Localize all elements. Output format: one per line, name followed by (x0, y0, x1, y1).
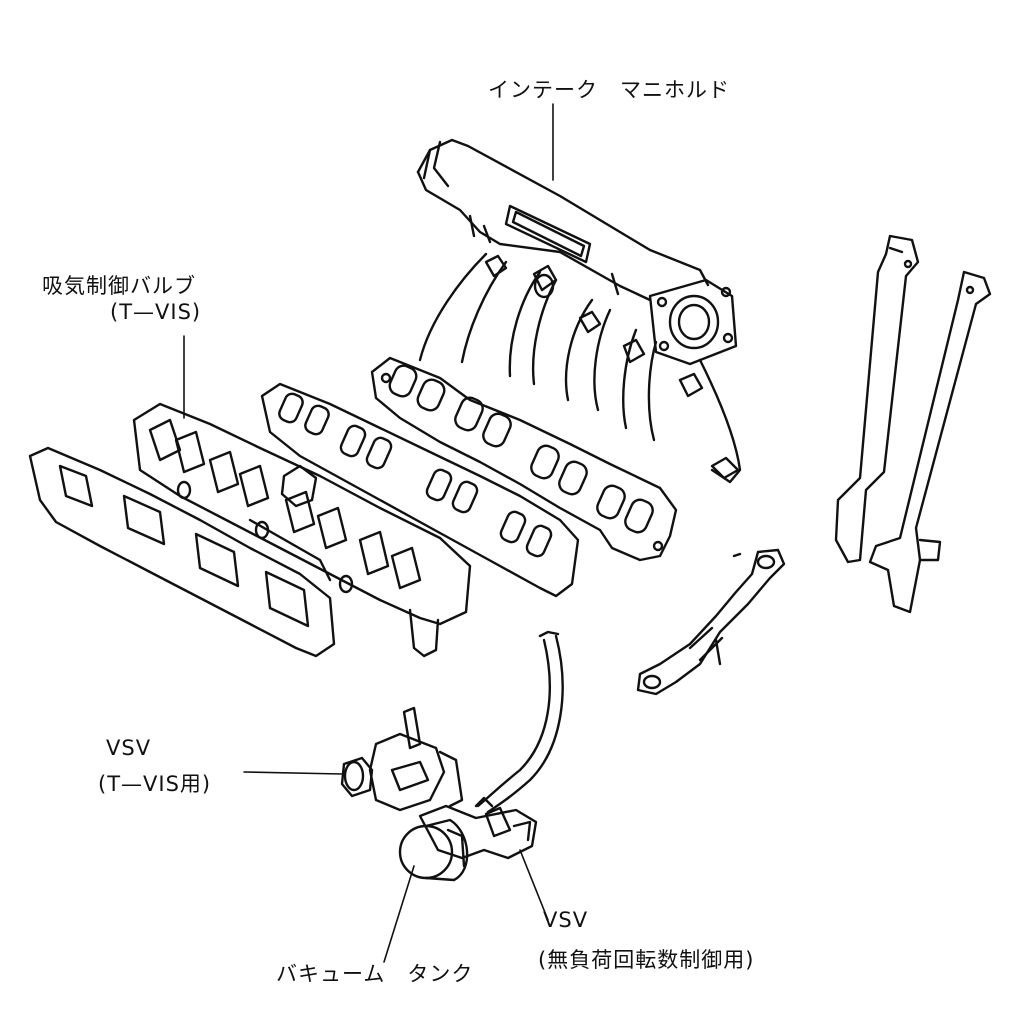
vsv-tvis-label: VSV (106, 736, 152, 760)
vsv-idle-label: VSV (543, 908, 589, 932)
vacuum-tank (383, 818, 469, 963)
gasket-lower (28, 446, 336, 658)
vsv-idle (418, 796, 549, 921)
bracket-lower (636, 548, 786, 696)
manifold-stay-left (834, 234, 920, 564)
manifold-stay-right (868, 270, 992, 614)
vsv-tvis (243, 706, 464, 812)
tvis-valve-label: 吸気制御バルブ (42, 274, 196, 298)
tvis-valve-body (132, 335, 472, 658)
vacuum-tank-label: バキューム タンク (276, 962, 474, 986)
tvis-valve-sublabel: (T—VIS) (110, 300, 202, 324)
vsv-tvis-sublabel: (T—VIS用) (98, 772, 212, 796)
vacuum-hose (476, 630, 564, 814)
gasket-upper (260, 382, 580, 598)
intake-manifold-label: インテーク マニホルド (488, 78, 730, 102)
vsv-idle-sublabel: (無負荷回転数制御用) (538, 948, 755, 972)
intake-manifold (370, 103, 742, 562)
